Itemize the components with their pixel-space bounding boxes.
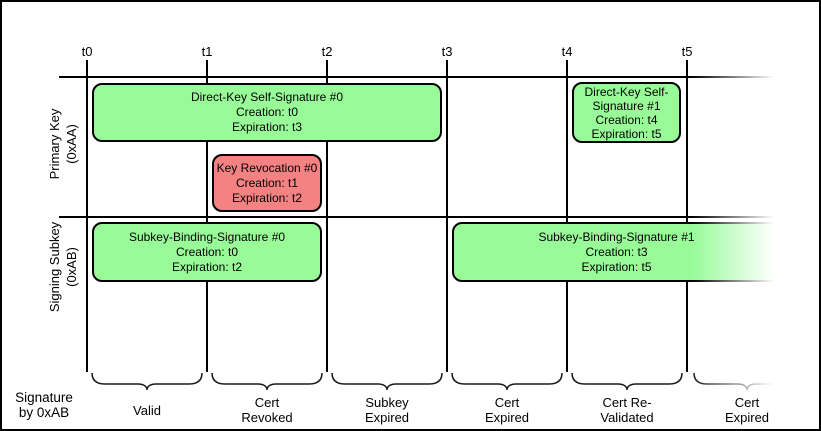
box-expiration: Expiration: t5 xyxy=(591,126,662,141)
interval-label-cert-revalidated: Cert Re- Validated xyxy=(600,395,654,425)
box-expiration: Expiration: t2 xyxy=(231,190,303,205)
interval-brace-cert-expired xyxy=(451,372,563,391)
primary-key-row-line xyxy=(59,76,816,78)
key-revocation-0-box: Key Revocation #0 Creation: t1 Expiratio… xyxy=(212,154,322,212)
box-creation: Creation: t0 xyxy=(175,244,239,259)
box-title: Key Revocation #0 xyxy=(216,160,318,175)
tick-label-t0: t0 xyxy=(81,44,93,59)
subkey-binding-signature-0-box: Subkey-Binding-Signature #0 Creation: t0… xyxy=(92,222,322,282)
tick-label-t4: t4 xyxy=(561,44,573,59)
interval-brace-cert-revoked xyxy=(211,372,323,391)
interval-brace-cert-revalidated xyxy=(571,372,683,391)
tick-label-t5: t5 xyxy=(681,44,693,59)
box-expiration: Expiration: t2 xyxy=(171,259,243,274)
box-title: Subkey-Binding-Signature #0 xyxy=(128,229,286,244)
row-label-primary-key-id: (0xAA) xyxy=(63,124,79,164)
signing-subkey-row-line xyxy=(59,216,816,218)
tick-label-t1: t1 xyxy=(201,44,213,59)
direct-key-self-signature-1-box: Direct-Key Self- Signature #1 Creation: … xyxy=(572,82,681,143)
box-creation: Creation: t3 xyxy=(585,244,648,259)
signature-by-0xab-label: Signature by 0xAB xyxy=(15,390,73,420)
interval-label-cert-expired: Cert Expired xyxy=(484,395,530,425)
box-title: Direct-Key Self- xyxy=(584,84,669,99)
row-label-primary-key-name: Primary Key xyxy=(47,108,62,180)
tick-label-t3: t3 xyxy=(441,44,453,59)
box-title: Direct-Key Self-Signature #0 xyxy=(190,90,344,104)
row-label-signing-subkey-id: (0xAB) xyxy=(63,247,79,287)
row-label-signing-subkey-name: Signing Subkey xyxy=(47,221,62,313)
box-expiration: Expiration: t5 xyxy=(581,259,652,274)
interval-brace-valid xyxy=(91,372,203,391)
box-creation: Creation: t4 xyxy=(595,112,658,127)
box-creation: Creation: t1 xyxy=(235,175,299,190)
box-expiration: Expiration: t3 xyxy=(231,120,303,134)
direct-key-self-signature-0-box: Direct-Key Self-Signature #0 Creation: t… xyxy=(92,83,442,142)
interval-label-cert-expired-final: Cert Expired xyxy=(724,395,770,425)
interval-label-subkey-expired: Subkey Expired xyxy=(364,395,410,425)
interval-label-cert-revoked: Cert Revoked xyxy=(241,395,293,425)
box-creation: Creation: t0 xyxy=(235,105,299,119)
interval-brace-subkey-expired xyxy=(331,372,443,391)
interval-label-valid: Valid xyxy=(133,402,161,418)
tick-label-t2: t2 xyxy=(321,44,333,59)
box-title: Signature #1 xyxy=(592,98,661,113)
row-label-signing-subkey: Signing Subkey (0xAB) xyxy=(47,192,81,342)
subkey-binding-signature-1-box: Subkey-Binding-Signature #1 Creation: t3… xyxy=(452,222,781,282)
box-title: Subkey-Binding-Signature #1 xyxy=(538,229,695,244)
interval-brace-cert-expired-final xyxy=(693,372,801,391)
